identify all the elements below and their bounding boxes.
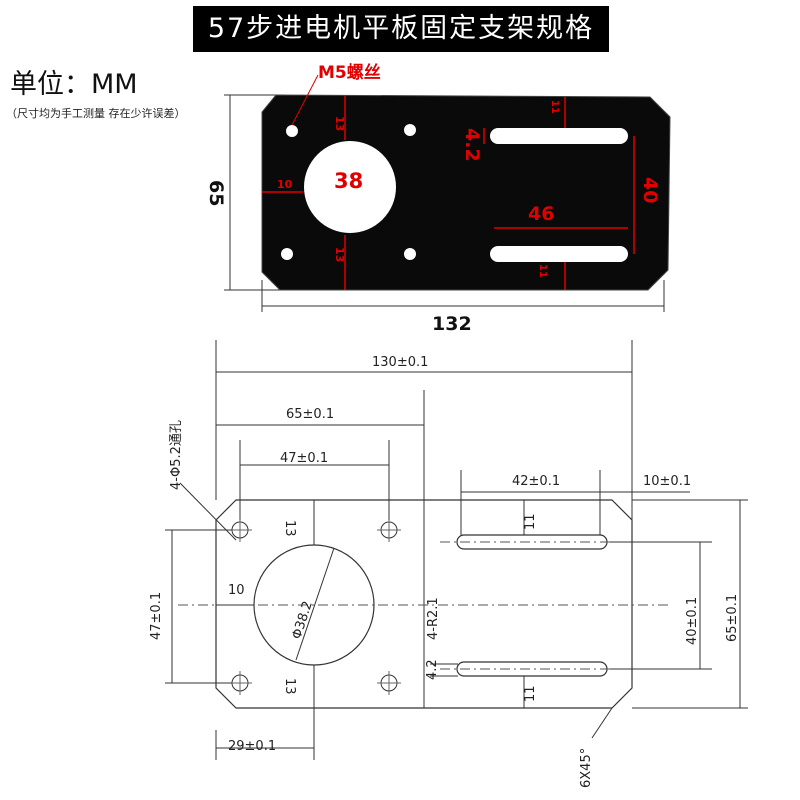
circle-diameter-label: Φ38.2 <box>290 599 316 641</box>
slot-top-margin-label: 11 <box>549 100 560 114</box>
screw-hole-bl <box>281 248 293 260</box>
hole-spacing-y-label: 47±0.1 <box>149 592 164 640</box>
right-margin-label: 10±0.1 <box>643 474 691 489</box>
unit-label: 单位：MM <box>10 69 138 100</box>
lower-slot <box>490 246 628 262</box>
left-edge-label: 10 <box>228 583 245 598</box>
diameter-leader <box>295 547 335 661</box>
bottom-offset-label: 13 <box>333 247 346 262</box>
slot-width-dim: 4.2 <box>425 659 440 680</box>
height-label: 65 <box>205 180 227 206</box>
hole-spacing-x-label: 47±0.1 <box>280 451 328 466</box>
half-width-label: 65±0.1 <box>286 407 334 422</box>
bottom-offset-label: 29±0.1 <box>228 739 276 754</box>
bottom-13-label: 13 <box>282 678 297 695</box>
slot-top-11-label: 11 <box>523 513 538 530</box>
cad-drawing: 130±0.1 65±0.1 47±0.1 42±0.1 10±0.1 29±0… <box>149 340 748 788</box>
top-13-label: 13 <box>282 520 297 537</box>
slot-length-dim: 42±0.1 <box>512 474 560 489</box>
page-title: 57步进电机平板固定支架规格 <box>193 6 609 52</box>
slot-bottom-11-label: 11 <box>523 685 538 702</box>
screw-hole-br <box>404 248 416 260</box>
bracket-photo: M5螺丝 38 46 4.2 40 13 13 10 11 11 65 132 <box>205 62 671 335</box>
motor-center-hole <box>304 141 396 233</box>
cad-holes <box>228 518 401 695</box>
overall-width-label: 130±0.1 <box>372 355 428 370</box>
edge-offset-label: 10 <box>277 178 293 191</box>
chamfer-label: 6X45° <box>579 748 594 788</box>
through-hole-label: 4-Φ5.2通孔 <box>169 420 184 490</box>
width-label: 132 <box>432 313 472 335</box>
slot-bottom-margin-label: 11 <box>537 264 548 278</box>
screw-hole-tr <box>404 124 416 136</box>
slot-length-label: 46 <box>528 203 554 225</box>
screw-label: M5螺丝 <box>318 62 381 83</box>
upper-slot <box>490 128 628 144</box>
hole-diameter-label: 38 <box>334 169 363 193</box>
measurement-note: （尺寸均为手工测量 存在少许误差） <box>6 107 186 120</box>
slot-spacing-label: 40 <box>639 177 661 203</box>
slot-radius-label: 4-R2.1 <box>426 597 441 640</box>
overall-height-label: 65±0.1 <box>725 594 740 642</box>
screw-hole-tl <box>286 125 298 137</box>
slot-spacing-dim: 40±0.1 <box>685 597 700 645</box>
top-offset-label: 13 <box>333 116 346 131</box>
slot-width-label: 4.2 <box>461 128 483 162</box>
